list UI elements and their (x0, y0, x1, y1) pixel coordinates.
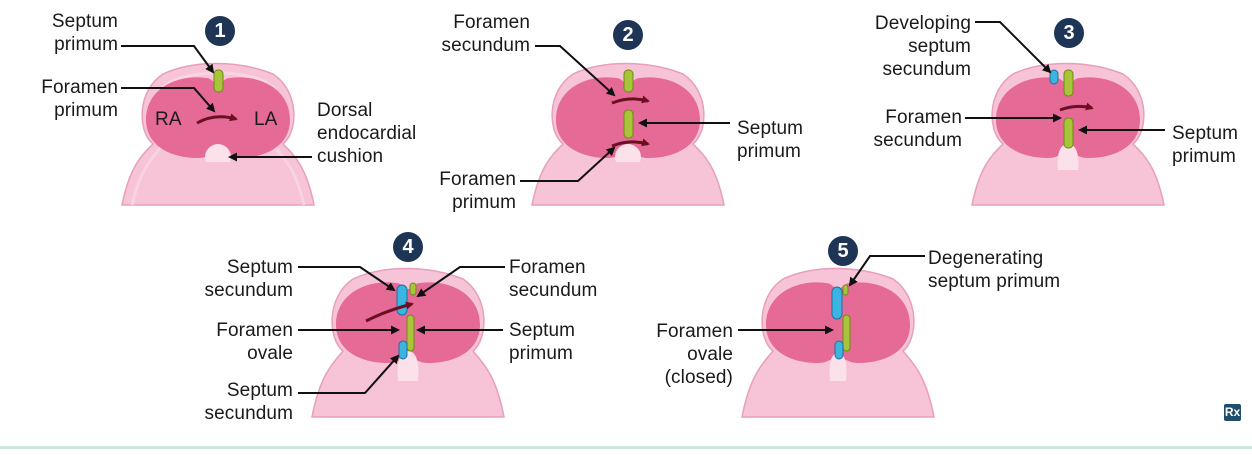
label-developing-secundum-3: Developing septum secundum (874, 13, 971, 80)
septum-primum-mid (623, 109, 634, 139)
label-ra: RA (155, 109, 182, 130)
leader-developing-secundum-3 (975, 21, 1052, 74)
leader-septum-secundum-top-4 (298, 266, 396, 292)
label-foramen-ovale-closed-5: Foramen ovale (closed) (656, 321, 733, 388)
atrial-chamber (766, 282, 910, 363)
panel-1-heart (121, 62, 315, 206)
leader-foramen-primum-1 (121, 87, 216, 113)
leader-septum-primum-1 (121, 45, 215, 74)
label-septum-secundum-bottom-4: Septum secundum (204, 380, 293, 424)
arrow-ra-to-la (196, 113, 238, 125)
label-septum-primum-1: Septum primum (51, 11, 118, 55)
rx-icon: Rx (1224, 404, 1241, 421)
label-foramen-primum-1: Foramen primum (41, 77, 118, 121)
endocardial-cushion (1057, 144, 1079, 170)
arrow-foramen-secundum-flow (611, 95, 650, 105)
septum-primum (213, 69, 224, 93)
leader-degenerating-primum-5 (848, 255, 925, 287)
bottom-divider (0, 446, 1252, 449)
label-foramen-ovale-4: Foramen ovale (216, 320, 293, 364)
step-5-badge: 5 (828, 236, 858, 266)
arrow-flow-3 (1059, 102, 1094, 112)
label-degenerating-primum-5: Degenerating septum primum (928, 248, 1061, 292)
septum-secundum-upper (396, 284, 408, 316)
panel-3-heart (971, 62, 1165, 206)
septum-primum-mid (842, 314, 851, 352)
degenerating-septum-primum-top (842, 284, 849, 296)
label-septum-primum-4: Septum primum (509, 320, 576, 364)
label-septum-primum-3: Septum primum (1172, 123, 1239, 167)
endocardial-cushion (829, 353, 847, 381)
step-3-badge: 3 (1054, 18, 1084, 48)
label-foramen-secundum-4: Foramen secundum (509, 257, 598, 301)
step-2-badge: 2 (613, 20, 643, 50)
label-septum-primum-2: Septum primum (737, 118, 804, 162)
septum-secundum-lower (398, 340, 408, 360)
developing-septum-secundum (1049, 69, 1059, 85)
label-foramen-secundum-2: Foramen secundum (441, 12, 530, 56)
septum-primum-mid (1063, 117, 1074, 149)
label-dorsal-cushion: Dorsal endocardial cushion (317, 100, 417, 167)
label-foramen-primum-2: Foramen primum (439, 169, 516, 213)
endocardial-cushion (615, 144, 641, 162)
panel-2-heart (531, 62, 725, 206)
septum-primum-mid (406, 314, 415, 352)
panel-5-heart (741, 267, 935, 418)
arrow-foramen-ovale-flow (365, 301, 414, 323)
label-foramen-secundum-3: Foramen secundum (873, 107, 962, 151)
label-la: LA (254, 109, 278, 130)
septum-primum-top (623, 69, 634, 93)
step-4-badge: 4 (393, 232, 423, 262)
leader-septum-secundum-bottom-4 (298, 354, 400, 394)
septum-secundum-lower (834, 340, 844, 360)
leader-foramen-secundum-4 (416, 266, 505, 298)
leader-foramen-secundum-2 (535, 45, 616, 97)
panel-4-heart (311, 267, 505, 418)
leader-foramen-primum-2 (520, 146, 616, 182)
septum-secundum-upper (831, 286, 843, 320)
septum-primum-top (1063, 69, 1074, 97)
label-septum-secundum-top-4: Septum secundum (204, 257, 293, 301)
arrow-foramen-primum-flow (611, 138, 650, 148)
septum-primum-top (409, 282, 417, 296)
endocardial-cushion (205, 144, 231, 162)
step-1-badge: 1 (205, 16, 235, 46)
